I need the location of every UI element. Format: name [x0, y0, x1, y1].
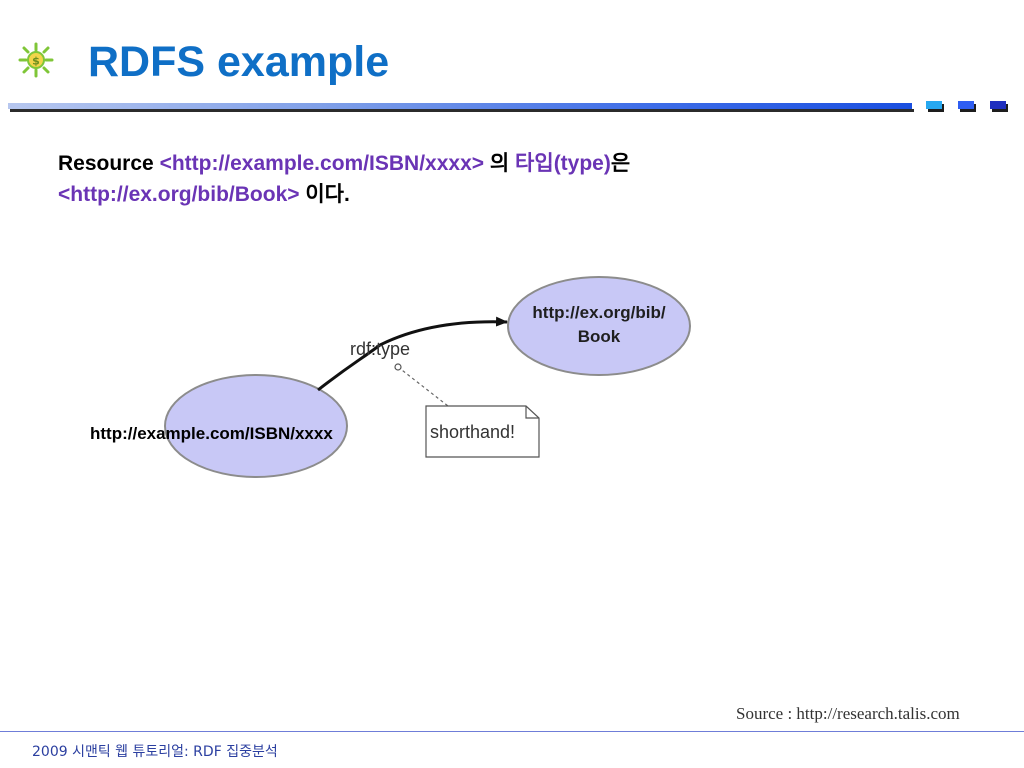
rdf-type-edge	[317, 316, 508, 392]
note-connector	[397, 366, 449, 407]
title-underline	[8, 103, 912, 109]
source-citation: Source : http://research.talis.com	[736, 704, 960, 723]
footer-divider	[0, 731, 1024, 732]
shorthand-note	[425, 405, 540, 458]
description-ending: 이다.	[305, 183, 350, 206]
resource-node-label: http://example.com/ISBN/xxxx	[90, 424, 333, 443]
note-folded-corner	[525, 406, 539, 419]
rdf-type-label: rdf:type	[350, 339, 410, 359]
resource-word: Resource	[58, 152, 154, 175]
resource-uri: <http://example.com/ISBN/xxxx>	[159, 152, 485, 175]
type-korean: 타입	[515, 152, 554, 175]
book-node-label-line-2: Book	[578, 327, 621, 346]
class-uri: <http://ex.org/bib/Book>	[58, 183, 300, 206]
book-class-node	[507, 276, 691, 376]
decor-square-blue	[958, 101, 974, 109]
slide-title: RDFS example	[88, 38, 390, 86]
decor-square-light-blue	[926, 101, 942, 109]
description: Resource <http://example.com/ISBN/xxxx> …	[58, 148, 630, 210]
description-line-2: <http://ex.org/bib/Book> 이다.	[58, 179, 630, 210]
shorthand-label: shorthand!	[430, 422, 515, 442]
sun-with-dollar-icon: $	[18, 42, 54, 78]
type-english: (type)	[553, 152, 611, 175]
footer-text: 2009 시맨틱 웹 튜토리얼: RDF 집중분석	[32, 744, 278, 760]
note-anchor	[394, 363, 402, 371]
resource-node	[164, 374, 348, 478]
title-underline-shadow	[10, 109, 914, 112]
svg-text:$: $	[32, 55, 40, 68]
particle-ui: 의	[489, 152, 510, 175]
decor-square-dark-blue	[990, 101, 1006, 109]
book-node-label-line-1: http://ex.org/bib/	[532, 303, 665, 322]
description-line-1: Resource <http://example.com/ISBN/xxxx> …	[58, 148, 630, 179]
particle-eun: 은	[610, 152, 631, 175]
